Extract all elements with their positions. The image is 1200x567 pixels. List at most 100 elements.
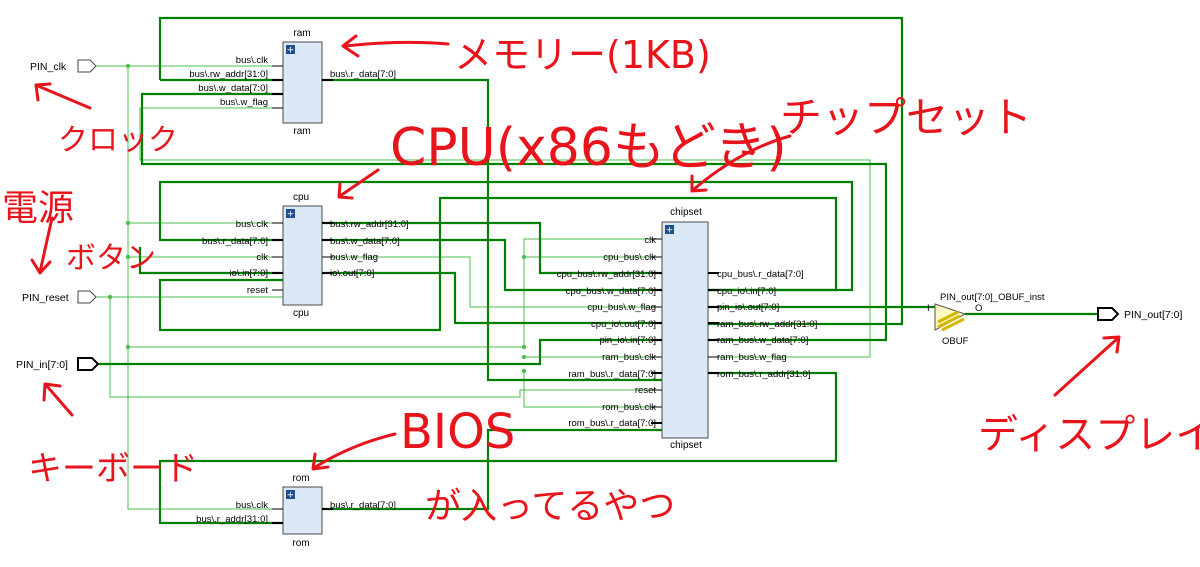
bus-pin-in bbox=[98, 338, 662, 366]
net-clk-rombus bbox=[523, 371, 662, 408]
block-subtitle: chipset bbox=[670, 440, 702, 451]
arrow-cpu bbox=[337, 168, 380, 200]
port-label: PIN_reset bbox=[22, 292, 69, 304]
pin-label: pin_io\.out[7:0] bbox=[717, 302, 779, 313]
pin-label: bus\.clk bbox=[236, 55, 268, 66]
svg-text:+: + bbox=[287, 491, 295, 501]
bus-ram-wdata bbox=[140, 92, 888, 342]
obuf-inst-label: PIN_out[7:0]_OBUF_inst bbox=[940, 292, 1045, 303]
junction-dots bbox=[107, 63, 527, 374]
pin-label: ram_bus\.w_flag bbox=[717, 352, 787, 363]
bus-rom-rdata bbox=[322, 428, 662, 511]
bus-wires bbox=[98, 16, 1098, 525]
pin-label: bus\.r_data[7:0] bbox=[202, 236, 268, 247]
arrow-memory bbox=[341, 34, 450, 58]
anno-display: ディスプレイ bbox=[978, 412, 1200, 458]
pin-label: clk bbox=[256, 252, 268, 263]
block-subtitle: cpu bbox=[293, 308, 309, 319]
pin-label: reset bbox=[635, 385, 656, 396]
pin-label: bus\.w_flag bbox=[220, 97, 268, 108]
block-title: cpu bbox=[293, 192, 309, 203]
pin-label: cpu_bus\.rw_addr[31:0] bbox=[557, 269, 656, 280]
block-chipset[interactable]: chipset + chipset clk cpu_bus\.clk cpu_b… bbox=[557, 207, 818, 451]
svg-text:+: + bbox=[287, 210, 295, 220]
obuf-cell[interactable]: PIN_out[7:0]_OBUF_inst I O OBUF bbox=[927, 292, 1045, 347]
block-subtitle: ram bbox=[293, 126, 310, 137]
pin-label: reset bbox=[247, 285, 268, 296]
pin-label: cpu_io\.in[7:0] bbox=[717, 286, 776, 297]
pin-label: cpu_bus\.r_data[7:0] bbox=[717, 269, 804, 280]
arrow-clock bbox=[34, 82, 92, 110]
pin-label: bus\.r_data[7:0] bbox=[330, 69, 396, 80]
pin-label: cpu_bus\.w_flag bbox=[587, 302, 656, 313]
pin-label: clk bbox=[644, 235, 656, 246]
pin-label: cpu_bus\.w_data[7:0] bbox=[566, 286, 656, 297]
pin-label: io\.out[7:0] bbox=[330, 268, 374, 279]
pin-label: ram_bus\.w_data[7:0] bbox=[717, 335, 808, 346]
block-title: chipset bbox=[670, 207, 702, 218]
port-label: PIN_in[7:0] bbox=[16, 359, 68, 371]
pin-label: bus\.w_data[7:0] bbox=[198, 83, 268, 94]
pin-label: bus\.rw_addr[31:0] bbox=[189, 69, 268, 80]
bus-rom-raddr bbox=[158, 371, 838, 525]
arrow-power bbox=[30, 216, 54, 275]
block-ram[interactable]: ram + ram bus\.clk bus\.rw_addr[31:0] bu… bbox=[189, 28, 396, 137]
bus-ram-rwaddr bbox=[158, 16, 904, 326]
anno-power2: ボタン bbox=[66, 241, 156, 276]
port-pin-in[interactable]: PIN_in[7:0] bbox=[16, 357, 100, 371]
pin-label: rom_bus\.r_data[7:0] bbox=[568, 418, 656, 429]
pin-label: rom_bus\.clk bbox=[602, 402, 656, 413]
net-clk-trunk bbox=[127, 66, 283, 510]
arrow-keyboard bbox=[42, 382, 74, 417]
anno-memory: メモリー(1KB) bbox=[454, 33, 711, 77]
net-cpu-wflag bbox=[322, 256, 662, 308]
pin-label: bus\.w_flag bbox=[330, 252, 378, 263]
pin-label: ram_bus\.clk bbox=[602, 352, 656, 363]
expand-icon bbox=[286, 209, 295, 218]
anno-power1: 電源 bbox=[2, 188, 74, 229]
obuf-type-label: OBUF bbox=[942, 336, 969, 347]
block-title: rom bbox=[292, 473, 309, 484]
anno-bios1: BIOS bbox=[400, 404, 515, 460]
bus-ram-rdata bbox=[322, 78, 662, 382]
pin-label: cpu_io\.out[7:0] bbox=[591, 319, 656, 330]
port-pin-reset[interactable]: PIN_reset bbox=[22, 290, 97, 304]
port-label: PIN_clk bbox=[30, 61, 67, 73]
block-title: ram bbox=[293, 28, 310, 39]
anno-cpu: CPU(x86もどき) bbox=[390, 118, 787, 178]
port-label: PIN_out[7:0] bbox=[1124, 309, 1182, 321]
pin-label: bus\.clk bbox=[236, 500, 268, 511]
bus-cpu-ioin bbox=[158, 196, 838, 332]
expand-icon bbox=[286, 45, 295, 54]
anno-bios2: が入ってるやつ bbox=[425, 486, 675, 527]
pin-label: bus\.clk bbox=[236, 219, 268, 230]
annotations: メモリー(1KB) CPU(x86もどき) チップセット クロック 電源 ボタン… bbox=[2, 33, 1200, 527]
expand-icon bbox=[665, 225, 674, 234]
svg-text:+: + bbox=[287, 46, 295, 56]
pin-label: bus\.r_data[7:0] bbox=[330, 500, 396, 511]
obuf-in-pin: I bbox=[927, 303, 930, 314]
pin-label: bus\.r_addr[31:0] bbox=[196, 514, 268, 525]
arrow-display bbox=[1053, 335, 1121, 397]
svg-text:+: + bbox=[666, 226, 674, 236]
pin-label: pin_io\.in[7:0] bbox=[599, 335, 656, 346]
pin-label: cpu_bus\.clk bbox=[603, 252, 656, 263]
port-pin-out[interactable]: PIN_out[7:0] bbox=[1097, 307, 1182, 321]
block-cpu[interactable]: cpu + cpu bus\.clk bus\.r_data[7:0] clk … bbox=[202, 192, 409, 319]
anno-keyboard: キーボード bbox=[28, 449, 198, 489]
thin-wires bbox=[96, 65, 871, 510]
pin-label: ram_bus\.r_data[7:0] bbox=[568, 369, 656, 380]
pin-label: ram_bus\.rw_addr[31:0] bbox=[717, 319, 817, 330]
bus-cpu-ioout bbox=[322, 271, 662, 325]
port-pin-clk[interactable]: PIN_clk bbox=[30, 59, 97, 73]
anno-clock: クロック bbox=[58, 123, 178, 158]
obuf-out-pin: O bbox=[975, 303, 982, 314]
block-rom[interactable]: rom + rom bus\.clk bus\.r_addr[31:0] bus… bbox=[196, 473, 396, 549]
bus-cpu-wdata bbox=[322, 238, 662, 292]
arrow-chipset bbox=[690, 134, 792, 193]
expand-icon bbox=[286, 490, 295, 499]
bus-cpu-rwaddr bbox=[322, 221, 662, 275]
pin-label: io\.in[7:0] bbox=[229, 268, 268, 279]
anno-chipset: チップセット bbox=[780, 93, 1032, 142]
